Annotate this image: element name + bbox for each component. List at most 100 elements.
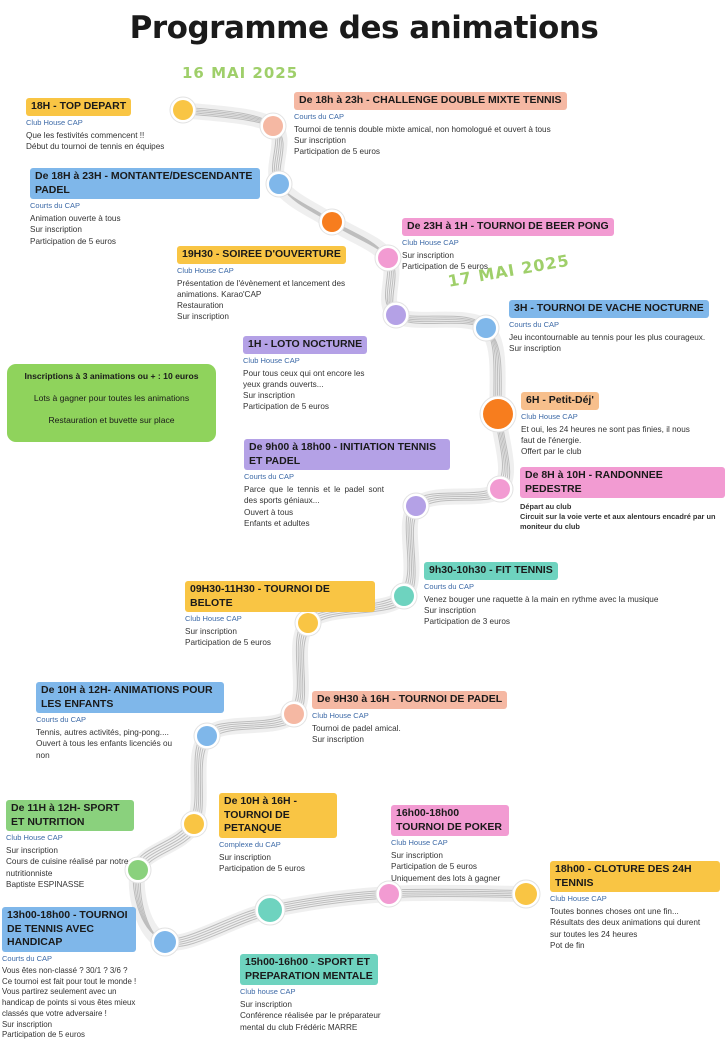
event-poker: 16h00-18h00 TOURNOI DE POKER Club House … bbox=[391, 805, 521, 884]
info-restauration: Restauration et buvette sur place bbox=[48, 415, 175, 426]
event-title: 15h00-16h00 - SPORT ET PREPARATION MENTA… bbox=[240, 954, 378, 986]
event-petanque: De 10H à 16H - TOURNOI DE PETANQUE Compl… bbox=[219, 793, 339, 874]
event-location: Club House CAP bbox=[391, 838, 448, 848]
event-location: Club House CAP bbox=[26, 117, 83, 127]
event-title: De 10H à 12H- ANIMATIONS POUR LES ENFANT… bbox=[36, 682, 224, 714]
event-location: Courts du CAP bbox=[244, 472, 295, 482]
event-title: 9h30-10h30 - FIT TENNIS bbox=[424, 562, 558, 580]
page-title: Programme des animations bbox=[129, 10, 599, 46]
event-description: Présentation de l'évènement et lancement… bbox=[177, 278, 346, 322]
event-title: 18H - TOP DEPART bbox=[26, 98, 132, 116]
event-title: 18h00 - CLOTURE DES 24H TENNIS bbox=[550, 861, 720, 893]
event-description: Sur inscription Participation de 5 euros… bbox=[391, 851, 501, 883]
event-location: Club house CAP bbox=[240, 987, 296, 997]
event-title: De 18H à 23H - MONTANTE/DESCENDANTE PADE… bbox=[30, 168, 260, 200]
milestone-dot bbox=[258, 898, 282, 922]
event-loto: 1H - LOTO NOCTURNE Club House CAP Pour t… bbox=[243, 334, 373, 412]
milestone-dot bbox=[263, 116, 283, 136]
info-box: Inscriptions à 3 animations ou + : 10 eu… bbox=[7, 364, 216, 442]
event-title: 3H - TOURNOI DE VACHE NOCTURNE bbox=[509, 300, 709, 318]
event-description: Toutes bonnes choses ont une fin... Résu… bbox=[550, 907, 701, 950]
event-location: Club House CAP bbox=[185, 614, 242, 624]
milestone-dot bbox=[378, 248, 398, 268]
event-location: Club House CAP bbox=[243, 355, 300, 365]
milestone-dot bbox=[298, 613, 318, 633]
event-description: Parce que le tennis et le padel sont des… bbox=[244, 485, 384, 528]
event-top-depart: 18H - TOP DEPART Club House CAP Que les … bbox=[26, 96, 171, 152]
event-description: Sur inscription Cours de cuisine réalisé… bbox=[6, 846, 129, 889]
event-cloture: 18h00 - CLOTURE DES 24H TENNIS Club Hous… bbox=[550, 861, 722, 951]
event-sport-nutrition: De 11H à 12H- SPORT ET NUTRITION Club Ho… bbox=[6, 800, 136, 890]
event-description: Tournoi de tennis double mixte amical, n… bbox=[294, 124, 551, 156]
event-title: De 9H30 à 16H - TOURNOI DE PADEL bbox=[312, 691, 508, 709]
event-double-mixte: De 18h à 23h - CHALLENGE DOUBLE MIXTE TE… bbox=[294, 90, 594, 157]
milestone-dot bbox=[197, 726, 217, 746]
milestone-dot bbox=[490, 479, 510, 499]
event-description: Venez bouger une raquette à la main en r… bbox=[424, 594, 659, 626]
event-initiation: De 9h00 à 18h00 - INITIATION TENNIS ET P… bbox=[244, 439, 452, 529]
event-description: Jeu incontournable au tennis pour les pl… bbox=[509, 332, 706, 353]
milestone-dot bbox=[515, 883, 537, 905]
event-title: 6H - Petit-Déj' bbox=[521, 392, 599, 410]
event-padel-montante: De 18H à 23H - MONTANTE/DESCENDANTE PADE… bbox=[30, 168, 262, 247]
event-belote: 09H30-11H30 - TOURNOI DE BELOTE Club Hou… bbox=[185, 581, 375, 649]
event-title: De 18h à 23h - CHALLENGE DOUBLE MIXTE TE… bbox=[294, 92, 567, 110]
event-location: Club House CAP bbox=[312, 710, 369, 720]
event-randonnee: De 8H à 10H - RANDONNEE PEDESTRE Départ … bbox=[520, 467, 725, 532]
milestone-dot bbox=[154, 931, 176, 953]
milestone-dot bbox=[379, 884, 399, 904]
event-fit-tennis: 9h30-10h30 - FIT TENNIS Courts du CAP Ve… bbox=[424, 560, 714, 627]
event-location: Club House CAP bbox=[550, 894, 607, 904]
event-description: Tennis, autres activités, ping-pong.... … bbox=[36, 728, 173, 760]
event-location: Courts du CAP bbox=[509, 319, 560, 329]
event-title: De 8H à 10H - RANDONNEE PEDESTRE bbox=[520, 467, 725, 499]
milestone-dot bbox=[184, 814, 204, 834]
event-description: Que les festivités commencent !! Début d… bbox=[26, 130, 165, 151]
event-description: Sur inscription Participation de 5 euros bbox=[185, 627, 272, 648]
event-handicap: 13h00-18h00 - TOURNOI DE TENNIS AVEC HAN… bbox=[2, 907, 150, 1041]
event-location: Club House CAP bbox=[177, 265, 234, 275]
milestone-dot bbox=[128, 860, 148, 880]
event-location: Club House CAP bbox=[521, 411, 578, 421]
event-title: 09H30-11H30 - TOURNOI DE BELOTE bbox=[185, 581, 375, 613]
milestone-dot bbox=[406, 496, 426, 516]
milestone-dot bbox=[269, 174, 289, 194]
event-location: Club House CAP bbox=[402, 237, 459, 247]
event-description: Animation ouverte à tous Sur inscription… bbox=[30, 214, 121, 246]
event-title: 16h00-18h00 TOURNOI DE POKER bbox=[391, 805, 509, 837]
event-description: Tournoi de padel amical. Sur inscription bbox=[312, 723, 401, 744]
date-day1: 16 MAI 2025 bbox=[182, 64, 299, 82]
event-soiree: 19H30 - SOIREE D'OUVERTURE Club House CA… bbox=[177, 244, 372, 322]
info-lots: Lots à gagner pour toutes les animations bbox=[33, 393, 190, 404]
milestone-dot bbox=[284, 704, 304, 724]
milestone-dot bbox=[386, 305, 406, 325]
event-title: 1H - LOTO NOCTURNE bbox=[243, 336, 368, 354]
event-tournoi-padel: De 9H30 à 16H - TOURNOI DE PADEL Club Ho… bbox=[312, 689, 522, 745]
event-mentale: 15h00-16h00 - SPORT ET PREPARATION MENTA… bbox=[240, 954, 390, 1033]
event-description: Et oui, les 24 heures ne sont pas finies… bbox=[521, 424, 690, 456]
milestone-dot bbox=[394, 586, 414, 606]
event-location: Club House CAP bbox=[6, 833, 63, 843]
event-location: Courts du CAP bbox=[294, 111, 345, 121]
event-location: Courts du CAP bbox=[36, 715, 87, 725]
milestone-dot bbox=[476, 318, 496, 338]
event-enfants: De 10H à 12H- ANIMATIONS POUR LES ENFANT… bbox=[36, 682, 226, 761]
milestone-dot bbox=[322, 212, 342, 232]
event-location: Complexe du CAP bbox=[219, 839, 281, 849]
milestone-dot bbox=[483, 399, 513, 429]
event-location: Courts du CAP bbox=[30, 201, 81, 211]
event-description: Sur inscription Participation de 5 euros bbox=[219, 852, 306, 874]
event-vache-nocturne: 3H - TOURNOI DE VACHE NOCTURNE Courts du… bbox=[509, 298, 719, 354]
event-description: Sur inscription Participation de 5 euros bbox=[402, 250, 489, 271]
event-description: Sur inscription Conférence réalisée par … bbox=[240, 1000, 381, 1032]
event-petit-dej: 6H - Petit-Déj' Club House CAP Et oui, l… bbox=[521, 390, 701, 457]
event-title: 19H30 - SOIREE D'OUVERTURE bbox=[177, 246, 346, 264]
milestone-dot bbox=[173, 100, 193, 120]
event-title: De 9h00 à 18h00 - INITIATION TENNIS ET P… bbox=[244, 439, 450, 471]
event-title: De 23H à 1H - TOURNOI DE BEER PONG bbox=[402, 218, 614, 236]
event-title: De 11H à 12H- SPORT ET NUTRITION bbox=[6, 800, 134, 832]
event-title: De 10H à 16H - TOURNOI DE PETANQUE bbox=[219, 793, 337, 838]
info-inscriptions: Inscriptions à 3 animations ou + : 10 eu… bbox=[24, 371, 199, 381]
